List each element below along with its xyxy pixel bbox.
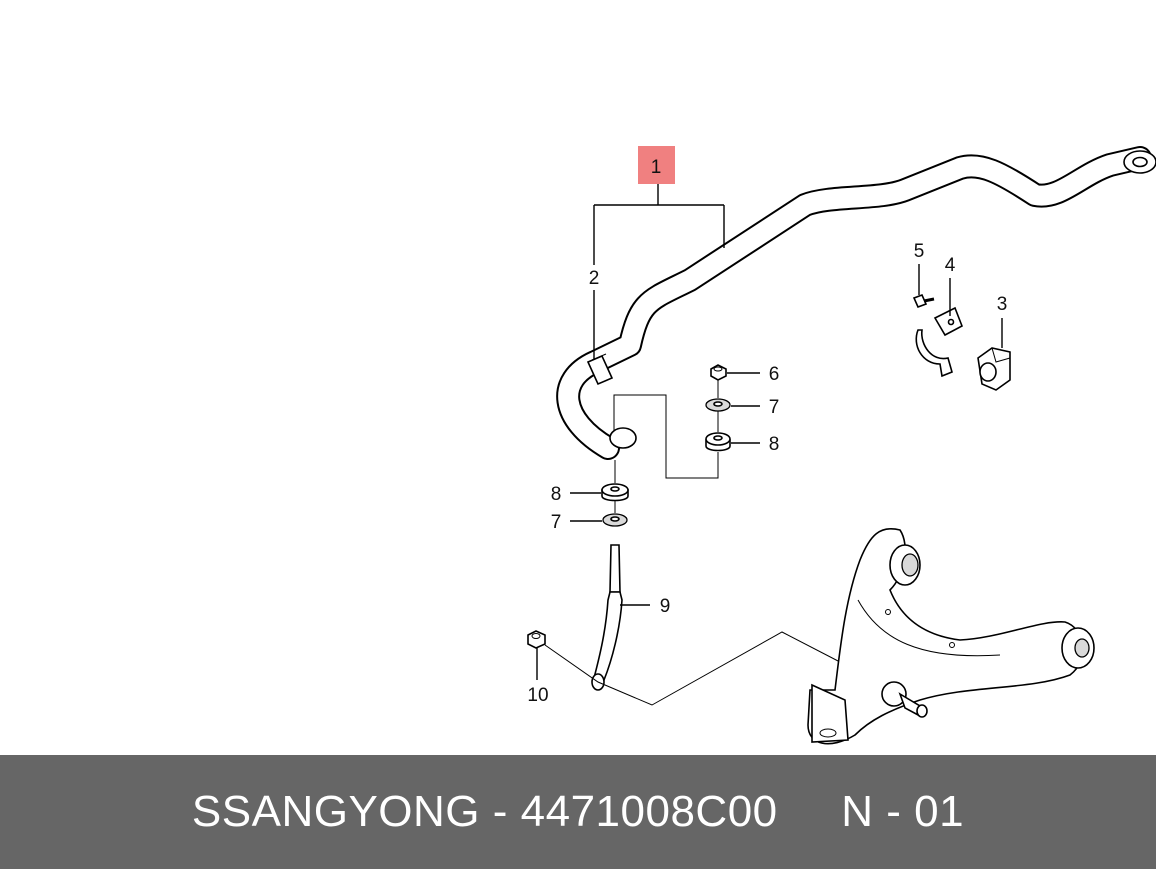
callout-8-lower-label: 8 bbox=[551, 484, 562, 505]
upper-grommet bbox=[705, 432, 731, 452]
footer-bar: SSANGYONG - 4471008C00 N - 01 bbox=[0, 755, 1156, 869]
callout-7-upper-label: 7 bbox=[769, 397, 780, 418]
callout-10-label: 10 bbox=[527, 685, 548, 706]
callout-1-highlight bbox=[638, 146, 675, 184]
callout-7-lower-label: 7 bbox=[551, 512, 562, 533]
bolt bbox=[912, 293, 935, 309]
callout-4-label: 4 bbox=[945, 255, 956, 276]
bracket-clamp bbox=[915, 306, 964, 378]
callout-3-label: 3 bbox=[997, 294, 1008, 315]
upper-nut bbox=[710, 364, 727, 381]
parts-diagram: 1 2 3 4 5 6 7 8 bbox=[527, 146, 1156, 745]
part-number-caption: SSANGYONG - 4471008C00 N - 01 bbox=[191, 787, 965, 836]
lower-washer bbox=[602, 513, 628, 527]
upper-washer bbox=[705, 398, 731, 412]
lower-nut bbox=[527, 630, 546, 649]
callout-2-label: 2 bbox=[589, 268, 600, 289]
bushing bbox=[977, 347, 1011, 391]
callout-9-label: 9 bbox=[660, 596, 671, 617]
callout-6-label: 6 bbox=[769, 364, 780, 385]
stabilizer-link bbox=[591, 544, 623, 691]
callout-1-label: 1 bbox=[651, 157, 662, 178]
control-arm bbox=[807, 528, 1095, 745]
callout-5-label: 5 bbox=[914, 241, 925, 262]
lower-grommet bbox=[601, 483, 629, 502]
stabilizer-bar bbox=[556, 146, 1156, 460]
callout-8-upper-label: 8 bbox=[769, 434, 780, 455]
